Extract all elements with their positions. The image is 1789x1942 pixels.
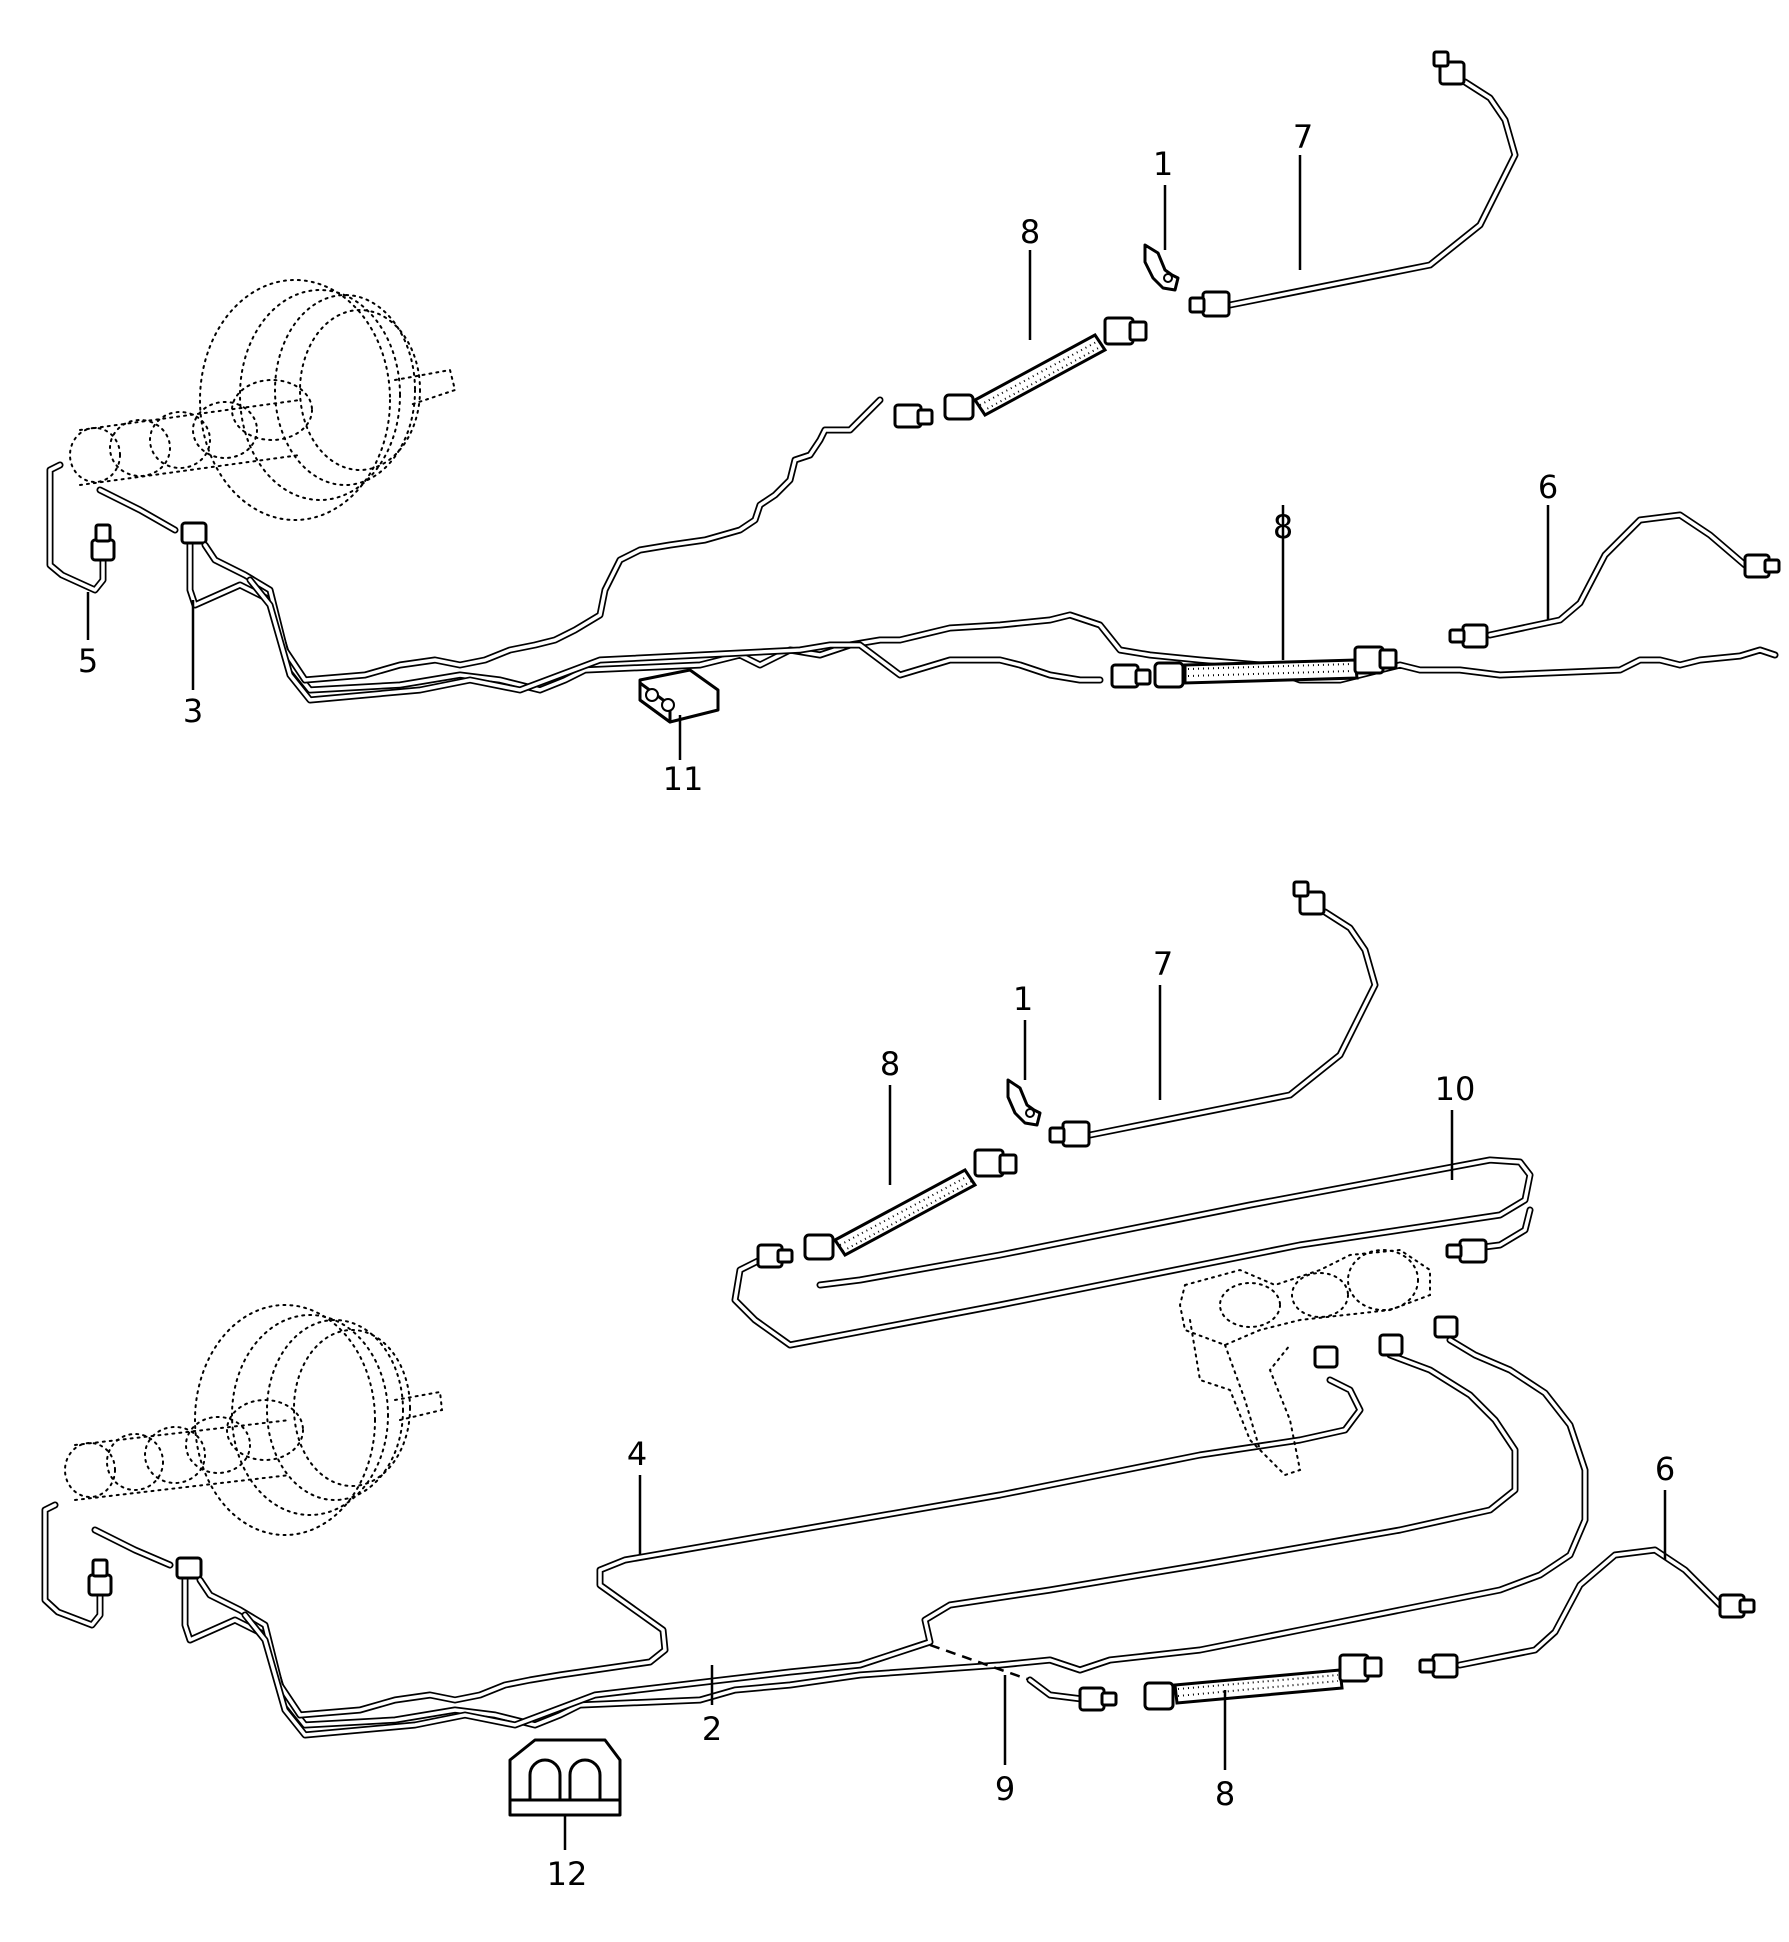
callout-11: 11 bbox=[663, 760, 704, 798]
brake-pipe-6-lower bbox=[1418, 1546, 1756, 1679]
callout-10: 10 bbox=[1435, 1070, 1476, 1108]
callout-8a-lower: 8 bbox=[880, 1045, 900, 1083]
callout-1-lower: 1 bbox=[1013, 980, 1033, 1018]
brake-booster-lower bbox=[64, 1304, 444, 1536]
brake-hose-8-upper-b bbox=[1110, 645, 1398, 689]
callout-6-upper: 6 bbox=[1538, 468, 1558, 506]
callout-2: 2 bbox=[702, 1710, 722, 1748]
upper-diagram: 1 7 8 8 6 5 3 11 bbox=[46, 50, 1781, 798]
callout-8b-upper: 8 bbox=[1273, 508, 1293, 546]
callout-12: 12 bbox=[547, 1855, 588, 1893]
brake-pipe-4-lower bbox=[196, 1376, 1364, 1719]
pressure-regulator-dotted bbox=[1178, 1248, 1431, 1477]
brake-hose-8-lower-b bbox=[1143, 1653, 1383, 1711]
callout-8a-upper: 8 bbox=[1020, 213, 1040, 251]
brake-pipe-lower-third bbox=[241, 1351, 1519, 1739]
callout-4: 4 bbox=[627, 1435, 647, 1473]
callout-9: 9 bbox=[995, 1770, 1015, 1808]
callout-8b-lower: 8 bbox=[1215, 1775, 1235, 1813]
callout-1-upper: 1 bbox=[1153, 145, 1173, 183]
callout-3-upper: 3 bbox=[183, 692, 203, 730]
brake-pipe-7-upper bbox=[1188, 50, 1519, 318]
bracket-clip-1-upper bbox=[1143, 243, 1180, 292]
brake-hose-8-lower-a bbox=[803, 1148, 1018, 1261]
callout-5-upper: 5 bbox=[78, 642, 98, 680]
pipe-clip-11 bbox=[638, 668, 720, 724]
brake-pipe-9-dashed bbox=[929, 1643, 1031, 1682]
brake-pipe-10-lower bbox=[731, 1156, 1534, 1349]
pipe-clip-12 bbox=[508, 1738, 622, 1817]
brake-pipe-6-upper bbox=[1448, 511, 1781, 649]
callout-6-lower: 6 bbox=[1655, 1450, 1675, 1488]
pipe-nut-3-upper bbox=[180, 521, 208, 545]
pipe-fitting-5-upper bbox=[94, 523, 112, 543]
brake-pipe-5-upper bbox=[46, 461, 107, 594]
brake-pipe-9-lower bbox=[1026, 1676, 1118, 1712]
brake-pipe-3-upper bbox=[186, 536, 1779, 694]
brake-booster-upper bbox=[69, 279, 457, 521]
pipe-nut-5-upper bbox=[90, 538, 116, 562]
bracket-clip-1-lower bbox=[1006, 1078, 1042, 1127]
lower-diagram: 1 7 8 10 4 6 2 9 8 12 bbox=[41, 880, 1756, 1893]
brake-hose-8-upper-a bbox=[893, 316, 1148, 429]
callout-7-lower: 7 bbox=[1153, 945, 1173, 983]
brake-pipe-7-lower bbox=[1048, 880, 1379, 1148]
brake-pipe-upper-rear bbox=[201, 396, 1104, 704]
regulator-nut-a bbox=[1313, 1345, 1339, 1369]
callout-7-upper: 7 bbox=[1293, 118, 1313, 156]
